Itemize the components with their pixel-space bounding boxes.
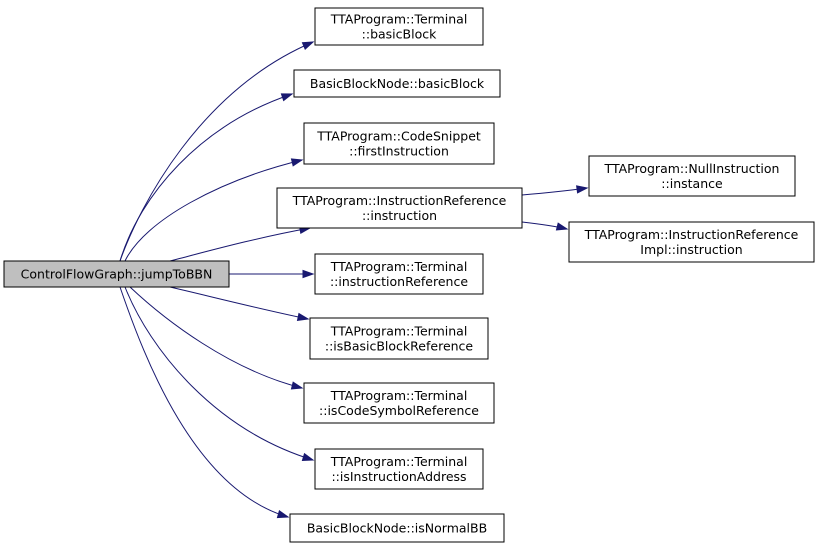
node-n11[interactable]: BasicBlockNode::isNormalBB xyxy=(289,513,505,543)
node-layer: ControlFlowGraph::jumpToBBNTTAProgram::T… xyxy=(3,7,815,543)
node-n2[interactable]: BasicBlockNode::basicBlock xyxy=(293,69,501,98)
node-n6[interactable]: TTAProgram::InstructionReferenceImpl::in… xyxy=(568,221,815,263)
node-label-line: ::isBasicBlockReference xyxy=(325,339,474,354)
node-label-line: TTAProgram::Terminal xyxy=(330,388,468,403)
edge-n4-to-n6 xyxy=(521,221,569,231)
node-label-line: TTAProgram::InstructionReference xyxy=(584,227,799,242)
arrowhead-icon xyxy=(301,452,315,461)
edge-root-to-n7 xyxy=(228,269,315,279)
node-label-line: ::isCodeSymbolReference xyxy=(319,403,479,418)
edge-line xyxy=(169,286,309,320)
node-n10[interactable]: TTAProgram::Terminal::isInstructionAddre… xyxy=(314,448,484,490)
node-label-line: ::firstInstruction xyxy=(349,144,449,159)
node-label-line: TTAProgram::InstructionReference xyxy=(292,193,507,208)
root-node[interactable]: ControlFlowGraph::jumpToBBN xyxy=(3,260,230,288)
node-label-line: TTAProgram::CodeSnippet xyxy=(316,129,481,144)
edge-root-to-n2 xyxy=(119,93,294,262)
edge-n4-to-n5 xyxy=(521,185,589,196)
edge-line xyxy=(124,286,314,461)
node-n5[interactable]: TTAProgram::NullInstruction::instance xyxy=(588,155,796,197)
edge-line xyxy=(169,227,311,262)
node-label-line: TTAProgram::Terminal xyxy=(330,454,468,469)
arrowhead-icon xyxy=(301,41,315,50)
node-label-line: BasicBlockNode::isNormalBB xyxy=(307,521,487,536)
node-n8[interactable]: TTAProgram::Terminal::isBasicBlockRefere… xyxy=(309,317,489,360)
edge-line xyxy=(119,41,314,262)
node-box[interactable] xyxy=(314,253,484,295)
node-label-line: Impl::instruction xyxy=(640,242,742,257)
node-box[interactable] xyxy=(293,69,501,98)
arrowhead-icon xyxy=(296,312,310,321)
edge-root-to-n9 xyxy=(129,286,304,390)
node-box[interactable] xyxy=(568,221,815,263)
edge-root-to-n10 xyxy=(124,286,315,461)
arrowhead-icon xyxy=(290,381,304,390)
node-label-line: TTAProgram::Terminal xyxy=(330,259,468,274)
arrowhead-icon xyxy=(555,222,569,231)
node-box[interactable] xyxy=(314,7,484,46)
arrowhead-icon xyxy=(276,510,290,519)
node-label-line: TTAProgram::Terminal xyxy=(330,12,468,27)
arrowhead-icon xyxy=(280,93,294,102)
node-label-line: ::instance xyxy=(661,176,723,191)
arrowhead-icon xyxy=(290,158,304,167)
node-label-line: ::basicBlock xyxy=(362,27,437,42)
node-n3[interactable]: TTAProgram::CodeSnippet::firstInstructio… xyxy=(303,122,495,165)
node-label-line: TTAProgram::NullInstruction xyxy=(604,161,780,176)
node-label-line: ::isInstructionAddress xyxy=(331,469,466,484)
node-n1[interactable]: TTAProgram::Terminal::basicBlock xyxy=(314,7,484,46)
node-label-line: BasicBlockNode::basicBlock xyxy=(310,76,485,91)
node-n4[interactable]: TTAProgram::InstructionReference::instru… xyxy=(276,187,523,229)
edge-line xyxy=(119,286,289,518)
node-box[interactable] xyxy=(303,122,495,165)
edge-root-to-n8 xyxy=(169,286,310,321)
node-box[interactable] xyxy=(289,513,505,543)
node-box[interactable] xyxy=(314,448,484,490)
node-label-line: ::instruction xyxy=(362,208,437,223)
node-label-line: TTAProgram::Terminal xyxy=(330,324,468,339)
arrowhead-icon xyxy=(576,185,589,194)
node-box[interactable] xyxy=(303,382,495,424)
node-n9[interactable]: TTAProgram::Terminal::isCodeSymbolRefere… xyxy=(303,382,495,424)
edge-root-to-n4 xyxy=(169,225,312,262)
node-label-line: ::instructionReference xyxy=(330,274,468,289)
node-box[interactable] xyxy=(309,317,489,360)
edge-root-to-n1 xyxy=(119,41,315,262)
node-box[interactable] xyxy=(588,155,796,197)
edge-line xyxy=(124,159,303,262)
node-box[interactable] xyxy=(3,260,230,288)
edge-line xyxy=(129,286,303,389)
node-n7[interactable]: TTAProgram::Terminal::instructionReferen… xyxy=(314,253,484,295)
node-box[interactable] xyxy=(276,187,523,229)
edge-root-to-n11 xyxy=(119,286,290,519)
edge-line xyxy=(119,93,293,262)
edge-root-to-n3 xyxy=(124,158,304,262)
node-label-line: ControlFlowGraph::jumpToBBN xyxy=(21,267,213,282)
edge-layer xyxy=(119,41,589,519)
arrowhead-icon xyxy=(302,269,315,279)
